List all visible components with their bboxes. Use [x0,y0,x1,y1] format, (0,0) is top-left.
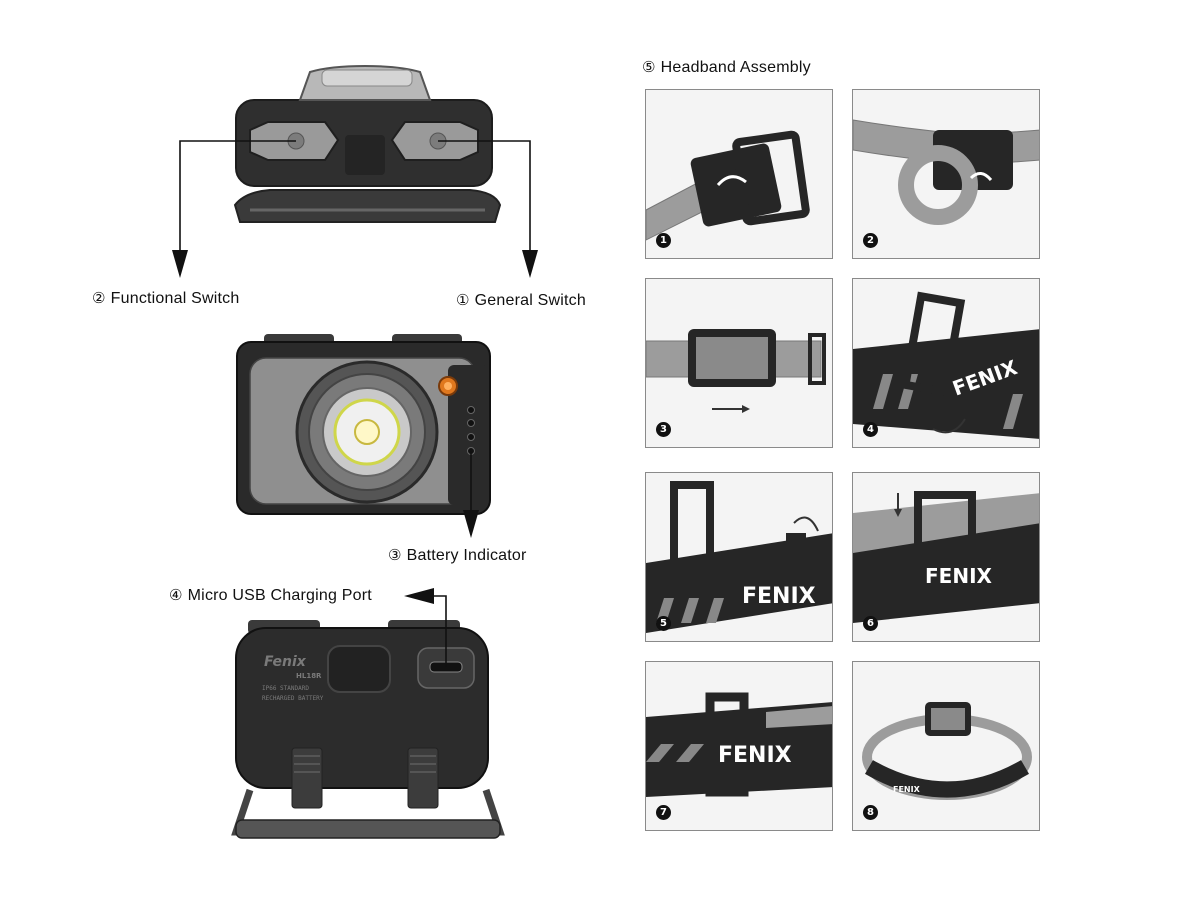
arrow-down-icon [172,250,188,278]
callout-text: Battery Indicator [406,547,527,564]
assembly-step-4: FENIX 4 [852,278,1040,448]
headlamp-front-view [236,334,491,515]
assembly-step-3: 3 [645,278,833,448]
band-brand-text: FENIX [742,584,816,609]
callout-number: ⑤ [642,58,656,76]
model-text: HL18R [296,672,322,680]
band-brand-text: FENIX [893,785,921,794]
callout-number: ④ [169,586,183,604]
callout-text: General Switch [474,292,586,309]
step-number-badge: 5 [656,616,671,631]
step-number-badge: 8 [863,805,878,820]
step-number-badge: 1 [656,233,671,248]
callout-text: Micro USB Charging Port [187,587,372,604]
headlamp-back-view [231,620,505,839]
step-8-illustration: FENIX [862,702,1032,800]
callout-number: ③ [388,546,402,564]
step-7-illustration: FENIX [646,692,832,797]
step-number-badge: 2 [863,233,878,248]
callout-number: ① [456,291,470,309]
step-6-illustration: FENIX [853,491,1039,623]
fenix-logo-text: Fenix [264,654,307,670]
step-3-illustration [646,329,826,413]
headlamp-top-view [233,64,502,223]
headlamp-illustrations: Fenix HL18R IP66 STANDARD RECHARGED BATT… [172,64,538,839]
step-number-badge: 3 [656,422,671,437]
step-number-badge: 7 [656,805,671,820]
callout-number: ② [92,289,106,307]
step-2-illustration [853,119,1039,225]
switch-callout-arrows [179,140,531,262]
assembly-step-7: FENIX 7 [645,661,833,831]
back-print-line-2: RECHARGED BATTERY [262,695,324,702]
assembly-step-8: FENIX 8 [852,661,1040,831]
assembly-step-2: 2 [852,89,1040,259]
callout-text: Functional Switch [110,290,240,307]
step-4-illustration: FENIX [853,291,1039,439]
step-number-badge: 6 [863,616,878,631]
back-print-line-1: IP66 STANDARD [262,685,309,692]
assembly-step-6: FENIX 6 [852,472,1040,642]
assembly-step-5: FENIX 5 [645,472,833,642]
assembly-step-1: 1 [645,89,833,259]
arrow-down-icon [522,250,538,278]
step-5-illustration: FENIX [646,481,832,633]
arrow-down-icon [463,510,479,538]
callout-text: Headband Assembly [660,59,811,76]
band-brand-text: FENIX [718,743,792,768]
step-1-illustration [646,130,810,241]
band-brand-text: FENIX [925,564,993,588]
arrow-left-icon [404,588,434,604]
step-number-badge: 4 [863,422,878,437]
